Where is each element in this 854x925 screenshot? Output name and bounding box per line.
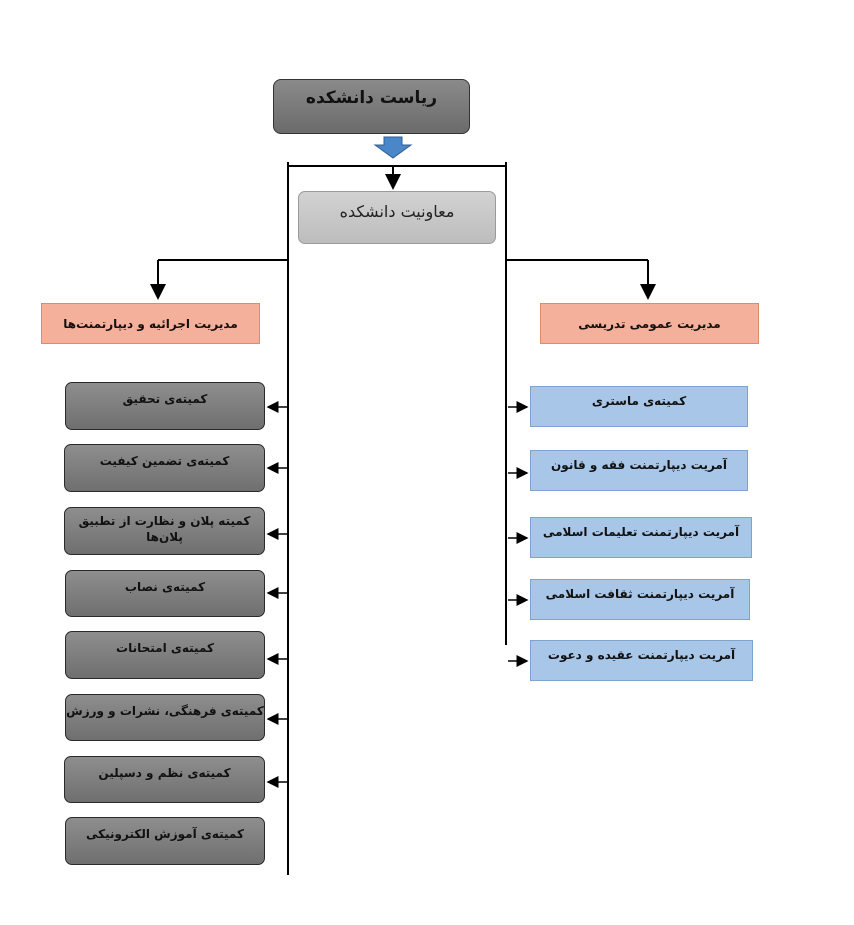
head-box: ریاست دانشکده <box>273 79 470 134</box>
committee-box: کمیته‌ی تضمین کیفیت <box>64 444 265 492</box>
committee-box: کمیته پلان و نظارت از تطبیق پلان‌ها <box>64 507 265 555</box>
committee-label: کمیته‌ی تضمین کیفیت <box>99 454 230 468</box>
deputy-box: معاونیت دانشکده <box>298 191 496 244</box>
committee-label: کمیته‌ی نظم و دسپلین <box>98 766 231 780</box>
committee-box: کمیته‌ی تحقیق <box>65 382 265 430</box>
department-label: آمریت دیپارتمنت تعلیمات اسلامی <box>542 525 740 539</box>
right-dept-header: مدیریت عمومی تدریسی <box>540 303 759 344</box>
committee-box: کمیته‌ی نصاب <box>65 570 265 617</box>
department-label: آمریت دیپارتمنت ثقافت اسلامی <box>545 587 735 601</box>
right-dept-label: مدیریت عمومی تدریسی <box>578 316 721 331</box>
committee-label: کمیته‌ی آموزش الکترونیکی <box>86 827 244 841</box>
department-label: آمریت دیپارتمنت فقه و قانون <box>551 458 727 472</box>
department-label: کمیته‌ی ماستری <box>591 394 687 408</box>
department-box: کمیته‌ی ماستری <box>530 386 748 427</box>
department-label: آمریت دیپارتمنت عقیده و دعوت <box>547 648 736 662</box>
committee-label: کمیته‌ی تحقیق <box>122 392 208 406</box>
department-box: آمریت دیپارتمنت ثقافت اسلامی <box>530 579 750 620</box>
department-box: آمریت دیپارتمنت تعلیمات اسلامی <box>530 517 752 558</box>
committee-box: کمیته‌ی امتحانات <box>65 631 265 679</box>
committee-label: کمیته‌ی فرهنگی، نشرات و ورزش <box>66 704 264 718</box>
committee-box: کمیته‌ی فرهنگی، نشرات و ورزش <box>65 694 265 741</box>
left-dept-header: مدیریت اجرائیه و دیپارتمنت‌ها <box>41 303 260 344</box>
committee-label: کمیته‌ی امتحانات <box>116 641 214 655</box>
department-box: آمریت دیپارتمنت فقه و قانون <box>530 450 748 491</box>
committee-label: کمیته‌ی نصاب <box>124 580 206 594</box>
head-label: ریاست دانشکده <box>305 88 438 108</box>
department-box: آمریت دیپارتمنت عقیده و دعوت <box>530 640 753 681</box>
committee-label: کمیته پلان و نظارت از تطبیق پلان‌ها <box>78 514 251 544</box>
down-arrow-icon <box>373 136 413 159</box>
committee-box: کمیته‌ی نظم و دسپلین <box>64 756 265 803</box>
left-dept-label: مدیریت اجرائیه و دیپارتمنت‌ها <box>63 316 238 331</box>
deputy-label: معاونیت دانشکده <box>339 202 455 221</box>
committee-box: کمیته‌ی آموزش الکترونیکی <box>65 817 265 865</box>
